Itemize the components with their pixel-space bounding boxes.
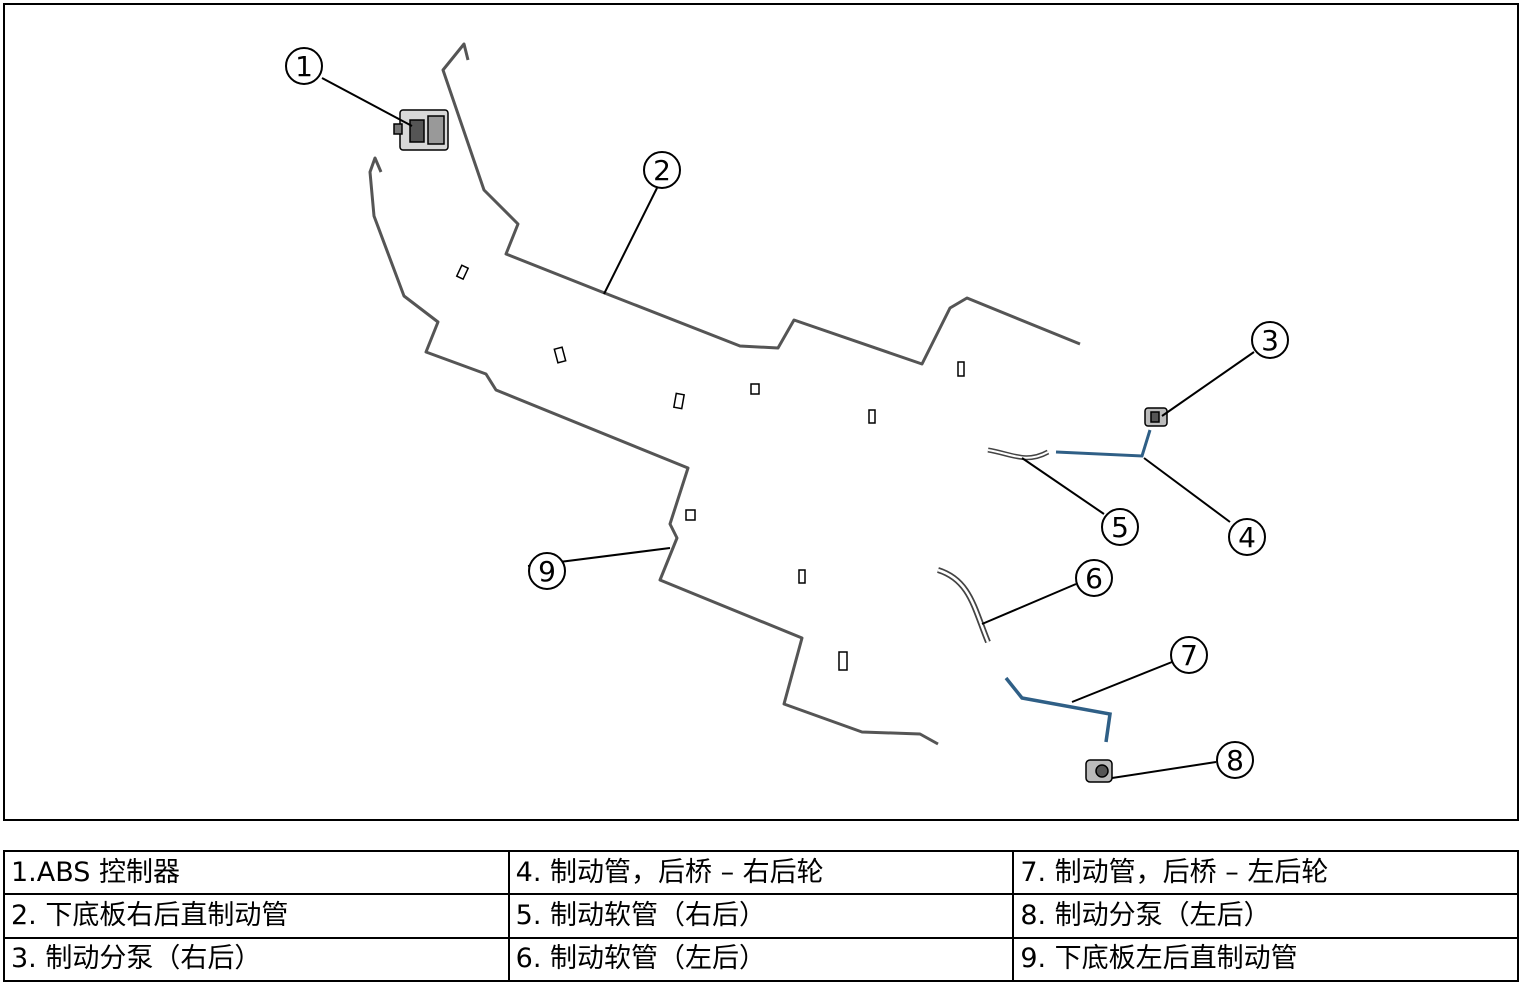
right-rear-caliper <box>1144 407 1168 427</box>
legend-row: 2. 下底板右后直制动管 5. 制动软管（右后） 8. 制动分泵（左后） <box>3 893 1519 939</box>
right-rear-brake-tube <box>1055 429 1152 458</box>
legend-item-6: 6. 制动软管（左后） <box>507 936 1015 983</box>
callout-4: 4 <box>1238 521 1256 554</box>
callout-circles <box>285 47 1289 779</box>
left-rear-caliper <box>1085 759 1113 783</box>
legend-item-3: 3. 制动分泵（右后） <box>3 936 510 983</box>
left-rear-brake-tube <box>1004 676 1112 743</box>
callout-2: 2 <box>653 154 671 187</box>
legend-item-9: 9. 下底板左后直制动管 <box>1012 936 1519 983</box>
abs-controller <box>393 109 449 151</box>
legend-item-4: 4. 制动管，后桥 – 右后轮 <box>507 849 1015 896</box>
callout-8: 8 <box>1226 744 1244 777</box>
legend-item-7: 7. 制动管，后桥 – 左后轮 <box>1012 849 1519 896</box>
callout-6: 6 <box>1085 562 1103 595</box>
legend-item-1: 1.ABS 控制器 <box>3 849 510 896</box>
right-rear-brake-pipe <box>441 42 1081 366</box>
callout-9: 9 <box>538 555 556 588</box>
callout-5: 5 <box>1111 511 1129 544</box>
callout-1: 1 <box>295 50 313 83</box>
legend-row: 3. 制动分泵（右后） 6. 制动软管（左后） 9. 下底板左后直制动管 <box>3 936 1519 983</box>
callout-7: 7 <box>1180 639 1198 672</box>
left-rear-brake-pipe <box>368 156 939 746</box>
legend-row: 1.ABS 控制器 4. 制动管，后桥 – 右后轮 7. 制动管，后桥 – 左后… <box>3 849 1519 896</box>
legend-item-5: 5. 制动软管（右后） <box>507 893 1015 939</box>
diagram-frame: 1 2 3 4 5 6 7 8 9 <box>3 3 1519 821</box>
left-rear-hose <box>936 567 991 644</box>
legend-item-2: 2. 下底板右后直制动管 <box>3 893 510 939</box>
leader-lines <box>321 77 1255 779</box>
pipe-clips <box>455 264 965 671</box>
legend-item-8: 8. 制动分泵（左后） <box>1012 893 1519 939</box>
brake-lines-diagram: 1 2 3 4 5 6 7 8 9 <box>285 42 1289 783</box>
callout-3: 3 <box>1261 324 1279 357</box>
legend-table: 1.ABS 控制器 4. 制动管，后桥 – 右后轮 7. 制动管，后桥 – 左后… <box>3 849 1519 983</box>
